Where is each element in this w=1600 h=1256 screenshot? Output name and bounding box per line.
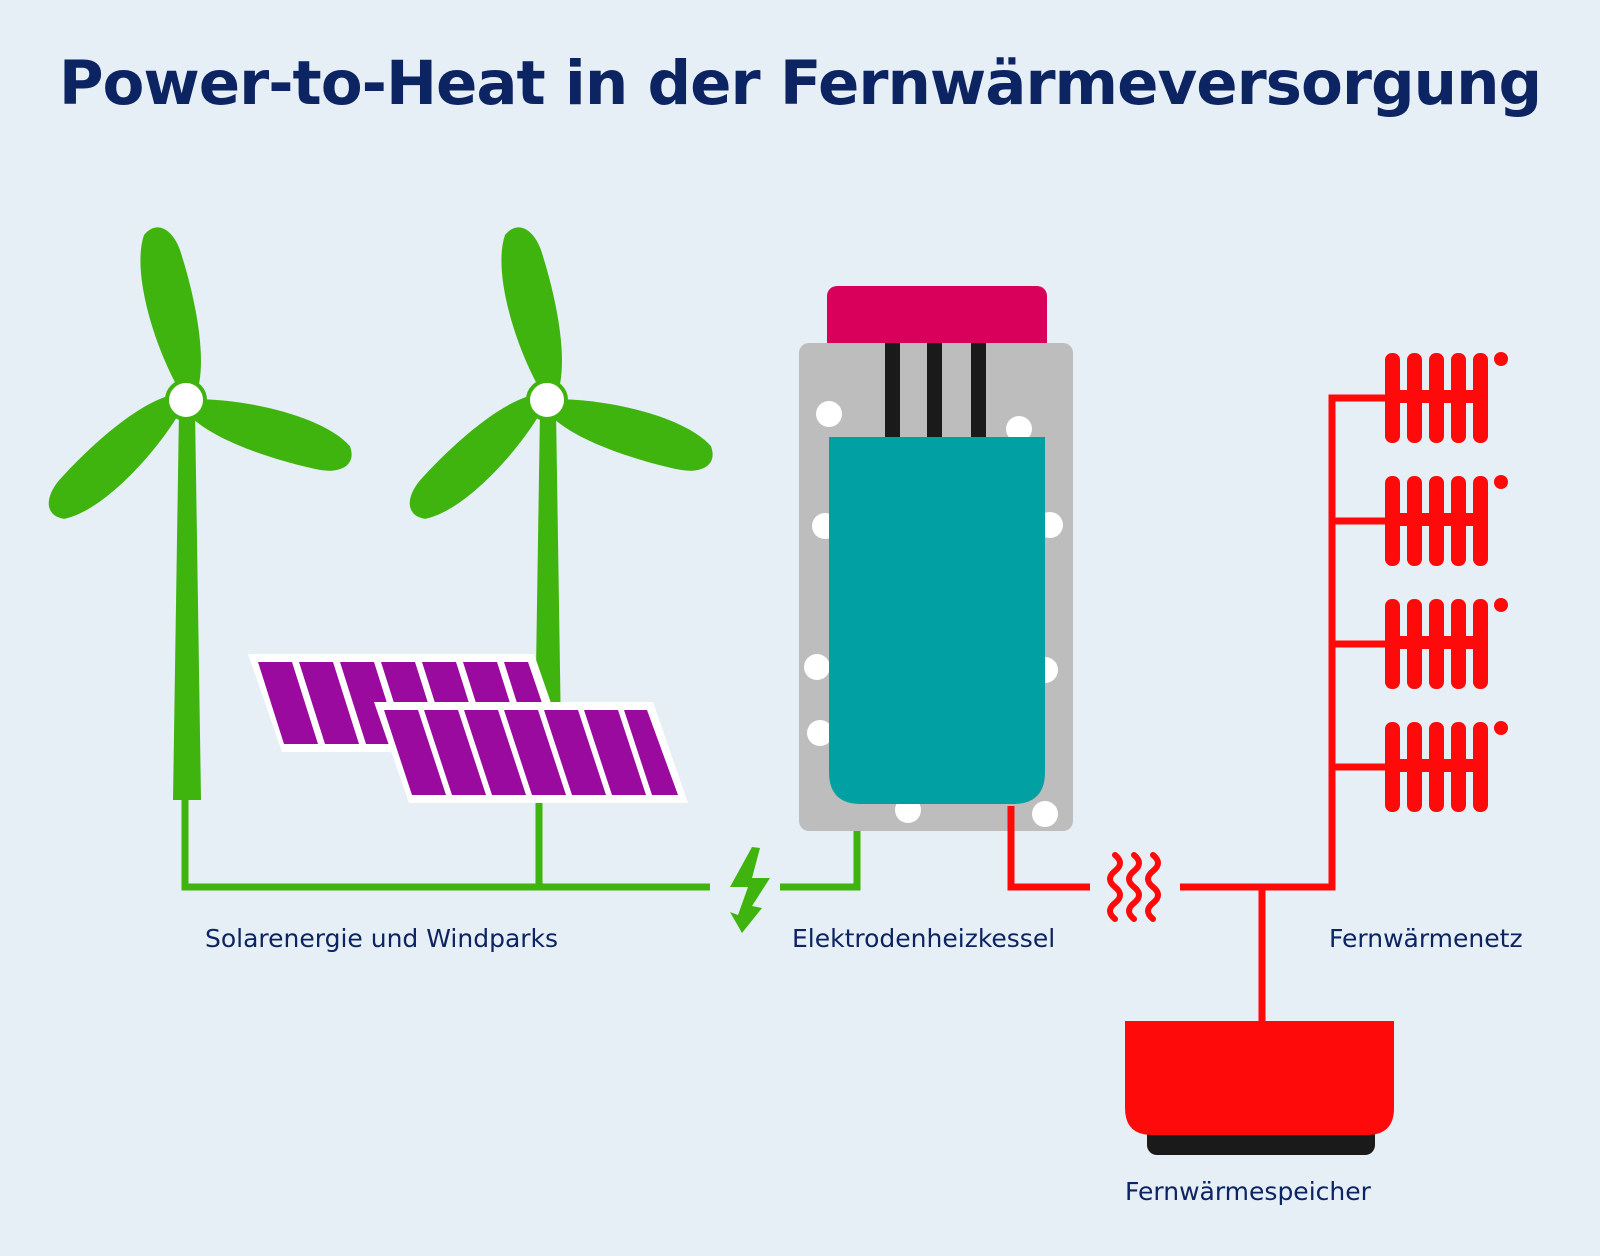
page-title: Power-to-Heat in der Fernwärmeversorgung [58,48,1542,119]
label-boiler: Elektrodenheizkessel [792,924,1056,953]
heat-waves-icon [1107,852,1161,922]
radiator-icon [1385,721,1508,812]
heat-pipe [1007,394,1387,1025]
label-storage: Fernwärmespeicher [1125,1177,1371,1206]
electrode-boiler-icon [799,286,1073,831]
label-network: Fernwärmenetz [1329,924,1523,953]
wind-turbine-icon [48,227,352,800]
label-sources: Solarenergie und Windparks [205,924,559,953]
radiator-icon [1385,598,1508,689]
solar-panel-icon [374,702,688,803]
lightning-icon [730,847,770,933]
heat-storage-icon [1125,1021,1394,1155]
radiator-icon [1385,352,1508,443]
power-line [181,795,861,891]
radiator-icon [1385,475,1508,566]
